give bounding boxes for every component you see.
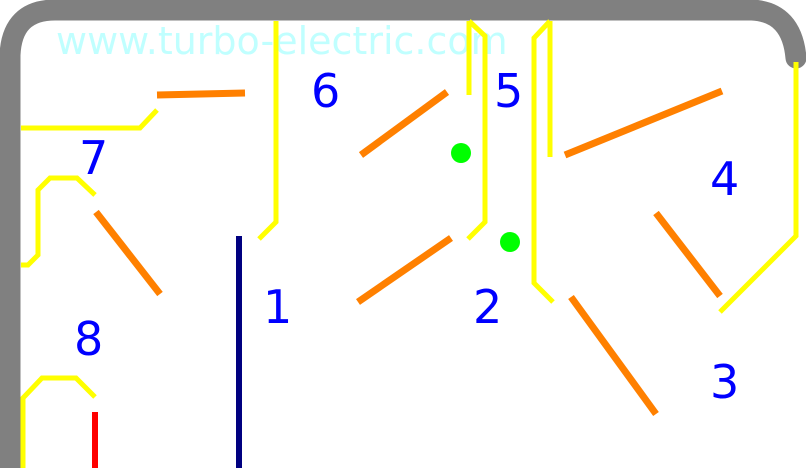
switch-zone6-diag xyxy=(358,89,450,158)
zone-label-2: 2 xyxy=(473,280,502,334)
track-zone5-b xyxy=(466,19,488,241)
switch-zone7-diag xyxy=(93,209,163,297)
zone-label-5: 5 xyxy=(494,64,523,118)
track-zone7-top xyxy=(21,108,159,131)
signal-dot[interactable] xyxy=(451,143,471,163)
zone-label-8: 8 xyxy=(74,312,103,366)
track-zone5-d xyxy=(531,19,555,304)
watermark-text: www.turbo-electric.com xyxy=(56,19,508,63)
switch-zone4-top xyxy=(563,87,724,159)
switch-zone4-diag xyxy=(653,210,723,299)
zone-label-4: 4 xyxy=(710,152,739,206)
switch-zone1-diag xyxy=(356,235,453,305)
signal-dot[interactable] xyxy=(500,232,520,252)
switch-segments xyxy=(93,87,724,417)
zone-label-7: 7 xyxy=(79,131,108,185)
track-lines xyxy=(20,19,799,468)
zone-label-3: 3 xyxy=(710,355,739,409)
track-zone8-hook xyxy=(20,375,97,468)
track-zone4-right xyxy=(718,62,799,314)
zone-label-1: 1 xyxy=(263,280,292,334)
track-zone6-left xyxy=(257,21,279,241)
switch-zone6-top xyxy=(156,89,246,99)
track-zone7-hook xyxy=(21,175,97,268)
switch-zone3-diag xyxy=(568,294,659,417)
zone-label-6: 6 xyxy=(311,64,340,118)
